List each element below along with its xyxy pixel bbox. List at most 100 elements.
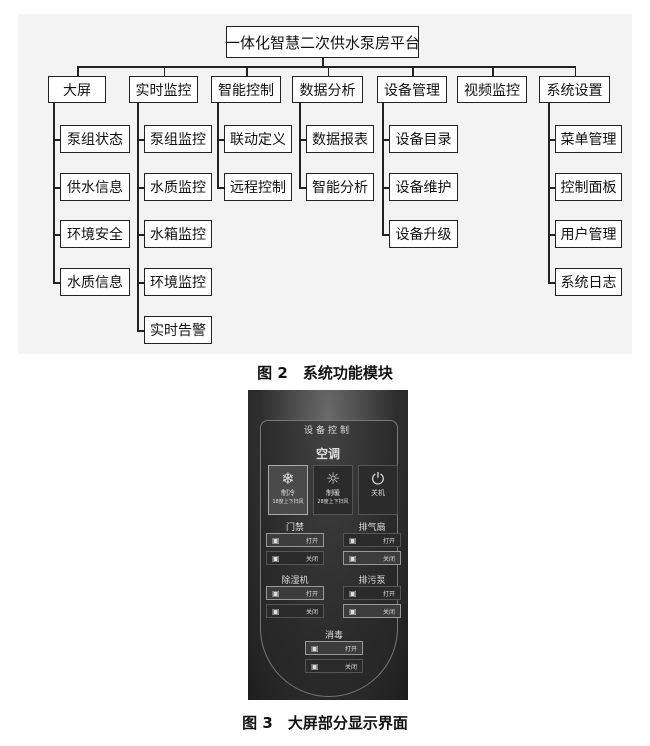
button-label: 打开 (382, 537, 395, 545)
device-icon: ▣ (311, 661, 319, 671)
connector-line (137, 187, 144, 189)
figure-3-caption: 图 3 大屏部分显示界面 (242, 714, 408, 732)
submodule-box: 设备升级 (389, 220, 458, 248)
connector-line (137, 282, 144, 284)
connector-line (137, 103, 139, 330)
submodule-box: 供水信息 (60, 173, 130, 201)
connector-line (492, 66, 494, 76)
connector-line (548, 282, 555, 284)
connector-line (217, 103, 219, 187)
device-off-button[interactable]: ▣ 关闭 (266, 551, 324, 565)
connector-line (53, 103, 55, 282)
submodule-box: 环境安全 (60, 220, 130, 248)
module-box: 视频监控 (457, 76, 527, 103)
connector-line (217, 187, 224, 189)
button-label: 关闭 (305, 608, 318, 616)
submodule-box: 菜单管理 (555, 125, 622, 153)
connector-line (163, 66, 165, 76)
device-icon: ▣ (272, 553, 280, 563)
device-group-title: 消毒 (324, 631, 343, 641)
power-icon: ⏻ (371, 469, 385, 488)
connector-line (322, 58, 324, 66)
button-label: 关闭 (382, 608, 395, 616)
submodule-box: 水质信息 (60, 268, 130, 296)
snowflake-icon: ❄ (281, 469, 295, 488)
connector-line (137, 330, 144, 332)
connector-line (137, 234, 144, 236)
device-group-title: 排污泵 (358, 576, 386, 586)
device-icon: ▣ (272, 606, 280, 616)
module-box: 智能控制 (211, 76, 281, 103)
connector-line (77, 66, 575, 68)
device-on-button[interactable]: ▣ 打开 (266, 533, 324, 547)
device-on-button[interactable]: ▣ 打开 (305, 641, 363, 655)
button-label: 打开 (382, 590, 395, 598)
button-label: 打开 (305, 590, 318, 598)
connector-line (299, 103, 301, 187)
device-off-button[interactable]: ▣ 关闭 (305, 659, 363, 673)
submodule-box: 泵组状态 (60, 125, 130, 153)
button-label: 关闭 (344, 663, 357, 671)
submodule-box: 水质监控 (144, 173, 212, 201)
device-group-title: 除湿机 (281, 576, 309, 586)
device-on-button[interactable]: ▣ 打开 (343, 533, 401, 547)
connector-line (548, 103, 550, 282)
module-box: 数据分析 (292, 76, 363, 103)
connector-line (548, 234, 555, 236)
ac-mode-button[interactable]: ⏻关机 (358, 465, 398, 515)
ac-mode-label: 关机 (371, 489, 385, 497)
submodule-box: 实时告警 (144, 316, 212, 344)
connector-line (574, 66, 576, 76)
sun-icon: ☼ (325, 469, 341, 488)
submodule-box: 智能分析 (306, 173, 374, 201)
device-off-button[interactable]: ▣ 关闭 (343, 551, 401, 565)
device-off-button[interactable]: ▣关闭 (343, 604, 401, 618)
submodule-box: 数据报表 (306, 125, 374, 153)
connector-line (382, 139, 389, 141)
button-label: 关闭 (382, 555, 395, 563)
connector-line (137, 139, 144, 141)
device-on-button[interactable]: ▣ 打开 (266, 586, 324, 600)
submodule-box: 系统日志 (555, 268, 622, 296)
device-icon: ▣ (272, 535, 280, 545)
connector-line (53, 187, 60, 189)
connector-line (327, 66, 329, 76)
submodule-box: 设备维护 (389, 173, 458, 201)
submodule-box: 联动定义 (224, 125, 292, 153)
submodule-box: 设备目录 (389, 125, 458, 153)
connector-line (53, 234, 60, 236)
connector-line (548, 187, 555, 189)
device-icon: ▣ (272, 588, 280, 598)
platform-root-box: 一体化智慧二次供水泵房平台 (225, 26, 420, 58)
module-box: 设备管理 (377, 76, 447, 103)
connector-line (299, 187, 306, 189)
connector-line (382, 103, 384, 234)
ac-mode-label: 制暖 (326, 489, 340, 497)
submodule-box: 控制面板 (555, 173, 622, 201)
panel-title: 设备控制 (303, 426, 352, 436)
button-label: 关闭 (305, 555, 318, 563)
module-box: 系统设置 (539, 76, 610, 103)
submodule-box: 用户管理 (555, 220, 622, 248)
connector-line (548, 139, 555, 141)
device-icon: ▣ (349, 535, 357, 545)
module-box: 大屏 (48, 76, 106, 103)
submodule-box: 泵组监控 (144, 125, 212, 153)
button-label: 打开 (305, 537, 318, 545)
connector-line (77, 66, 79, 76)
connector-line (382, 234, 389, 236)
device-icon: ▣ (311, 643, 319, 653)
system-function-module-diagram: 一体化智慧二次供水泵房平台大屏泵组状态供水信息环境安全水质信息实时监控泵组监控水… (18, 14, 632, 354)
device-group-title: 排气扇 (358, 523, 386, 533)
device-icon: ▣ (349, 553, 357, 563)
connector-line (53, 282, 60, 284)
device-icon: ▣ (349, 588, 357, 598)
button-label: 打开 (344, 645, 357, 653)
device-off-button[interactable]: ▣ 关闭 (266, 604, 324, 618)
submodule-box: 环境监控 (144, 268, 212, 296)
device-on-button[interactable]: ▣ 打开 (343, 586, 401, 600)
